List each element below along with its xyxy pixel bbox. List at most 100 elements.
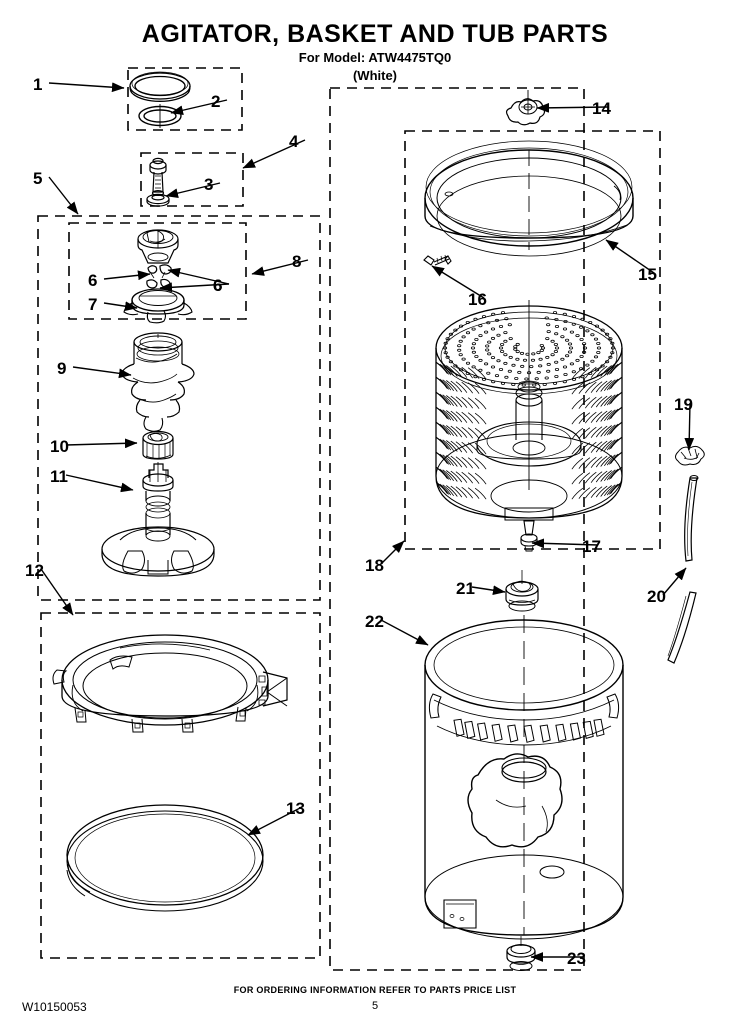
- callout-17: 17: [582, 537, 601, 556]
- basket-perforation: [552, 381, 558, 385]
- basket-perforation: [536, 351, 541, 355]
- leader-line-22: [380, 619, 429, 646]
- basket-rib: [461, 486, 474, 499]
- basket-rib: [436, 452, 448, 464]
- leader-line-10: [65, 438, 138, 449]
- footer-note: FOR ORDERING INFORMATION REFER TO PARTS …: [233, 985, 517, 995]
- basket-rib: [571, 457, 584, 470]
- basket-perforation: [491, 312, 496, 316]
- basket-rib: [442, 364, 455, 377]
- basket-perforation: [517, 370, 522, 374]
- basket-perforation: [448, 360, 453, 364]
- basket-perforation: [563, 372, 568, 376]
- basket-rib: [571, 412, 584, 425]
- leader-line-16: [431, 265, 485, 299]
- dashed-group-boxes: [37, 67, 661, 971]
- basket-rib: [610, 437, 622, 449]
- basket-perforation: [487, 352, 492, 356]
- basket-rib: [600, 425, 612, 437]
- basket-perforation: [600, 328, 605, 332]
- basket-perforation: [498, 367, 504, 371]
- callout-leader-lines: [40, 82, 695, 962]
- basket-perforation: [578, 325, 584, 329]
- basket-rib: [474, 397, 487, 410]
- basket-perforation: [445, 355, 450, 359]
- basket-perforation: [478, 334, 483, 338]
- basket-rib: [442, 409, 455, 422]
- basket-rib: [606, 438, 619, 451]
- basket-rib: [571, 487, 584, 500]
- basket-perforation: [508, 355, 513, 359]
- callout-18: 18: [365, 556, 384, 575]
- callout-12: 12: [25, 561, 44, 580]
- basket-rib: [450, 425, 463, 438]
- basket-rib: [450, 485, 463, 498]
- basket-rib: [610, 436, 623, 449]
- callout-6a: 6: [88, 271, 98, 290]
- callout-1: 1: [33, 75, 43, 94]
- basket-rib: [590, 396, 603, 408]
- basket-rib: [578, 487, 591, 499]
- part-agitator-top-cap: [137, 229, 179, 264]
- leader-line-6b: [167, 267, 230, 285]
- callout-16: 16: [468, 290, 487, 309]
- basket-rib: [442, 484, 455, 497]
- basket-perforation: [507, 323, 512, 327]
- basket-rib: [610, 392, 622, 404]
- basket-perforation: [604, 332, 610, 336]
- basket-perforation: [536, 370, 541, 374]
- basket-rib: [610, 421, 623, 434]
- leader-line-6c: [159, 282, 230, 293]
- basket-perforation: [494, 374, 500, 378]
- basket-perforation: [596, 341, 601, 345]
- basket-perforation: [453, 364, 458, 368]
- basket-perforation: [496, 333, 501, 337]
- leader-line-9: [72, 366, 132, 379]
- basket-perforation: [596, 346, 602, 350]
- basket-perforation: [496, 359, 501, 363]
- basket-rib: [606, 453, 619, 466]
- basket-perforation: [581, 342, 587, 346]
- basket-perforation: [569, 330, 575, 334]
- part-hub-bolt: [520, 520, 538, 552]
- basket-rib: [571, 397, 584, 410]
- basket-perforation: [539, 343, 544, 347]
- basket-perforation: [538, 357, 543, 361]
- basket-perforation: [608, 337, 613, 341]
- basket-rib: [474, 442, 487, 455]
- basket-rib: [467, 487, 480, 499]
- basket-perforation: [507, 369, 512, 373]
- basket-rib: [571, 472, 584, 485]
- basket-rib: [450, 470, 463, 483]
- basket-perforation: [448, 332, 453, 336]
- basket-rib: [578, 472, 591, 484]
- basket-perforation: [461, 335, 466, 339]
- basket-rib: [439, 468, 452, 481]
- basket-perforation: [554, 360, 559, 364]
- basket-perforation: [471, 350, 476, 354]
- basket-rib: [446, 455, 458, 467]
- callout-7: 7: [88, 295, 98, 314]
- basket-perforation: [520, 364, 525, 368]
- basket-perforation: [457, 344, 462, 348]
- part-tub-ring: [52, 634, 288, 733]
- basket-perforation: [554, 367, 560, 371]
- basket-perforation: [554, 332, 559, 336]
- page-number: 5: [371, 1000, 379, 1012]
- basket-rib: [467, 427, 480, 439]
- basket-rib: [442, 379, 455, 392]
- callout-13: 13: [286, 799, 305, 818]
- basket-rib: [439, 378, 452, 391]
- basket-rib: [446, 395, 458, 407]
- callout-2: 2: [211, 92, 221, 111]
- basket-perforation: [498, 324, 504, 328]
- callout-5: 5: [33, 169, 43, 188]
- basket-rib: [439, 408, 452, 421]
- tub-tab: [539, 724, 551, 743]
- basket-rib: [446, 410, 458, 422]
- basket-rib: [436, 467, 448, 479]
- basket-perforation: [515, 342, 520, 346]
- basket-rib: [610, 376, 623, 389]
- basket-rib: [436, 392, 448, 404]
- basket-rib: [474, 412, 487, 425]
